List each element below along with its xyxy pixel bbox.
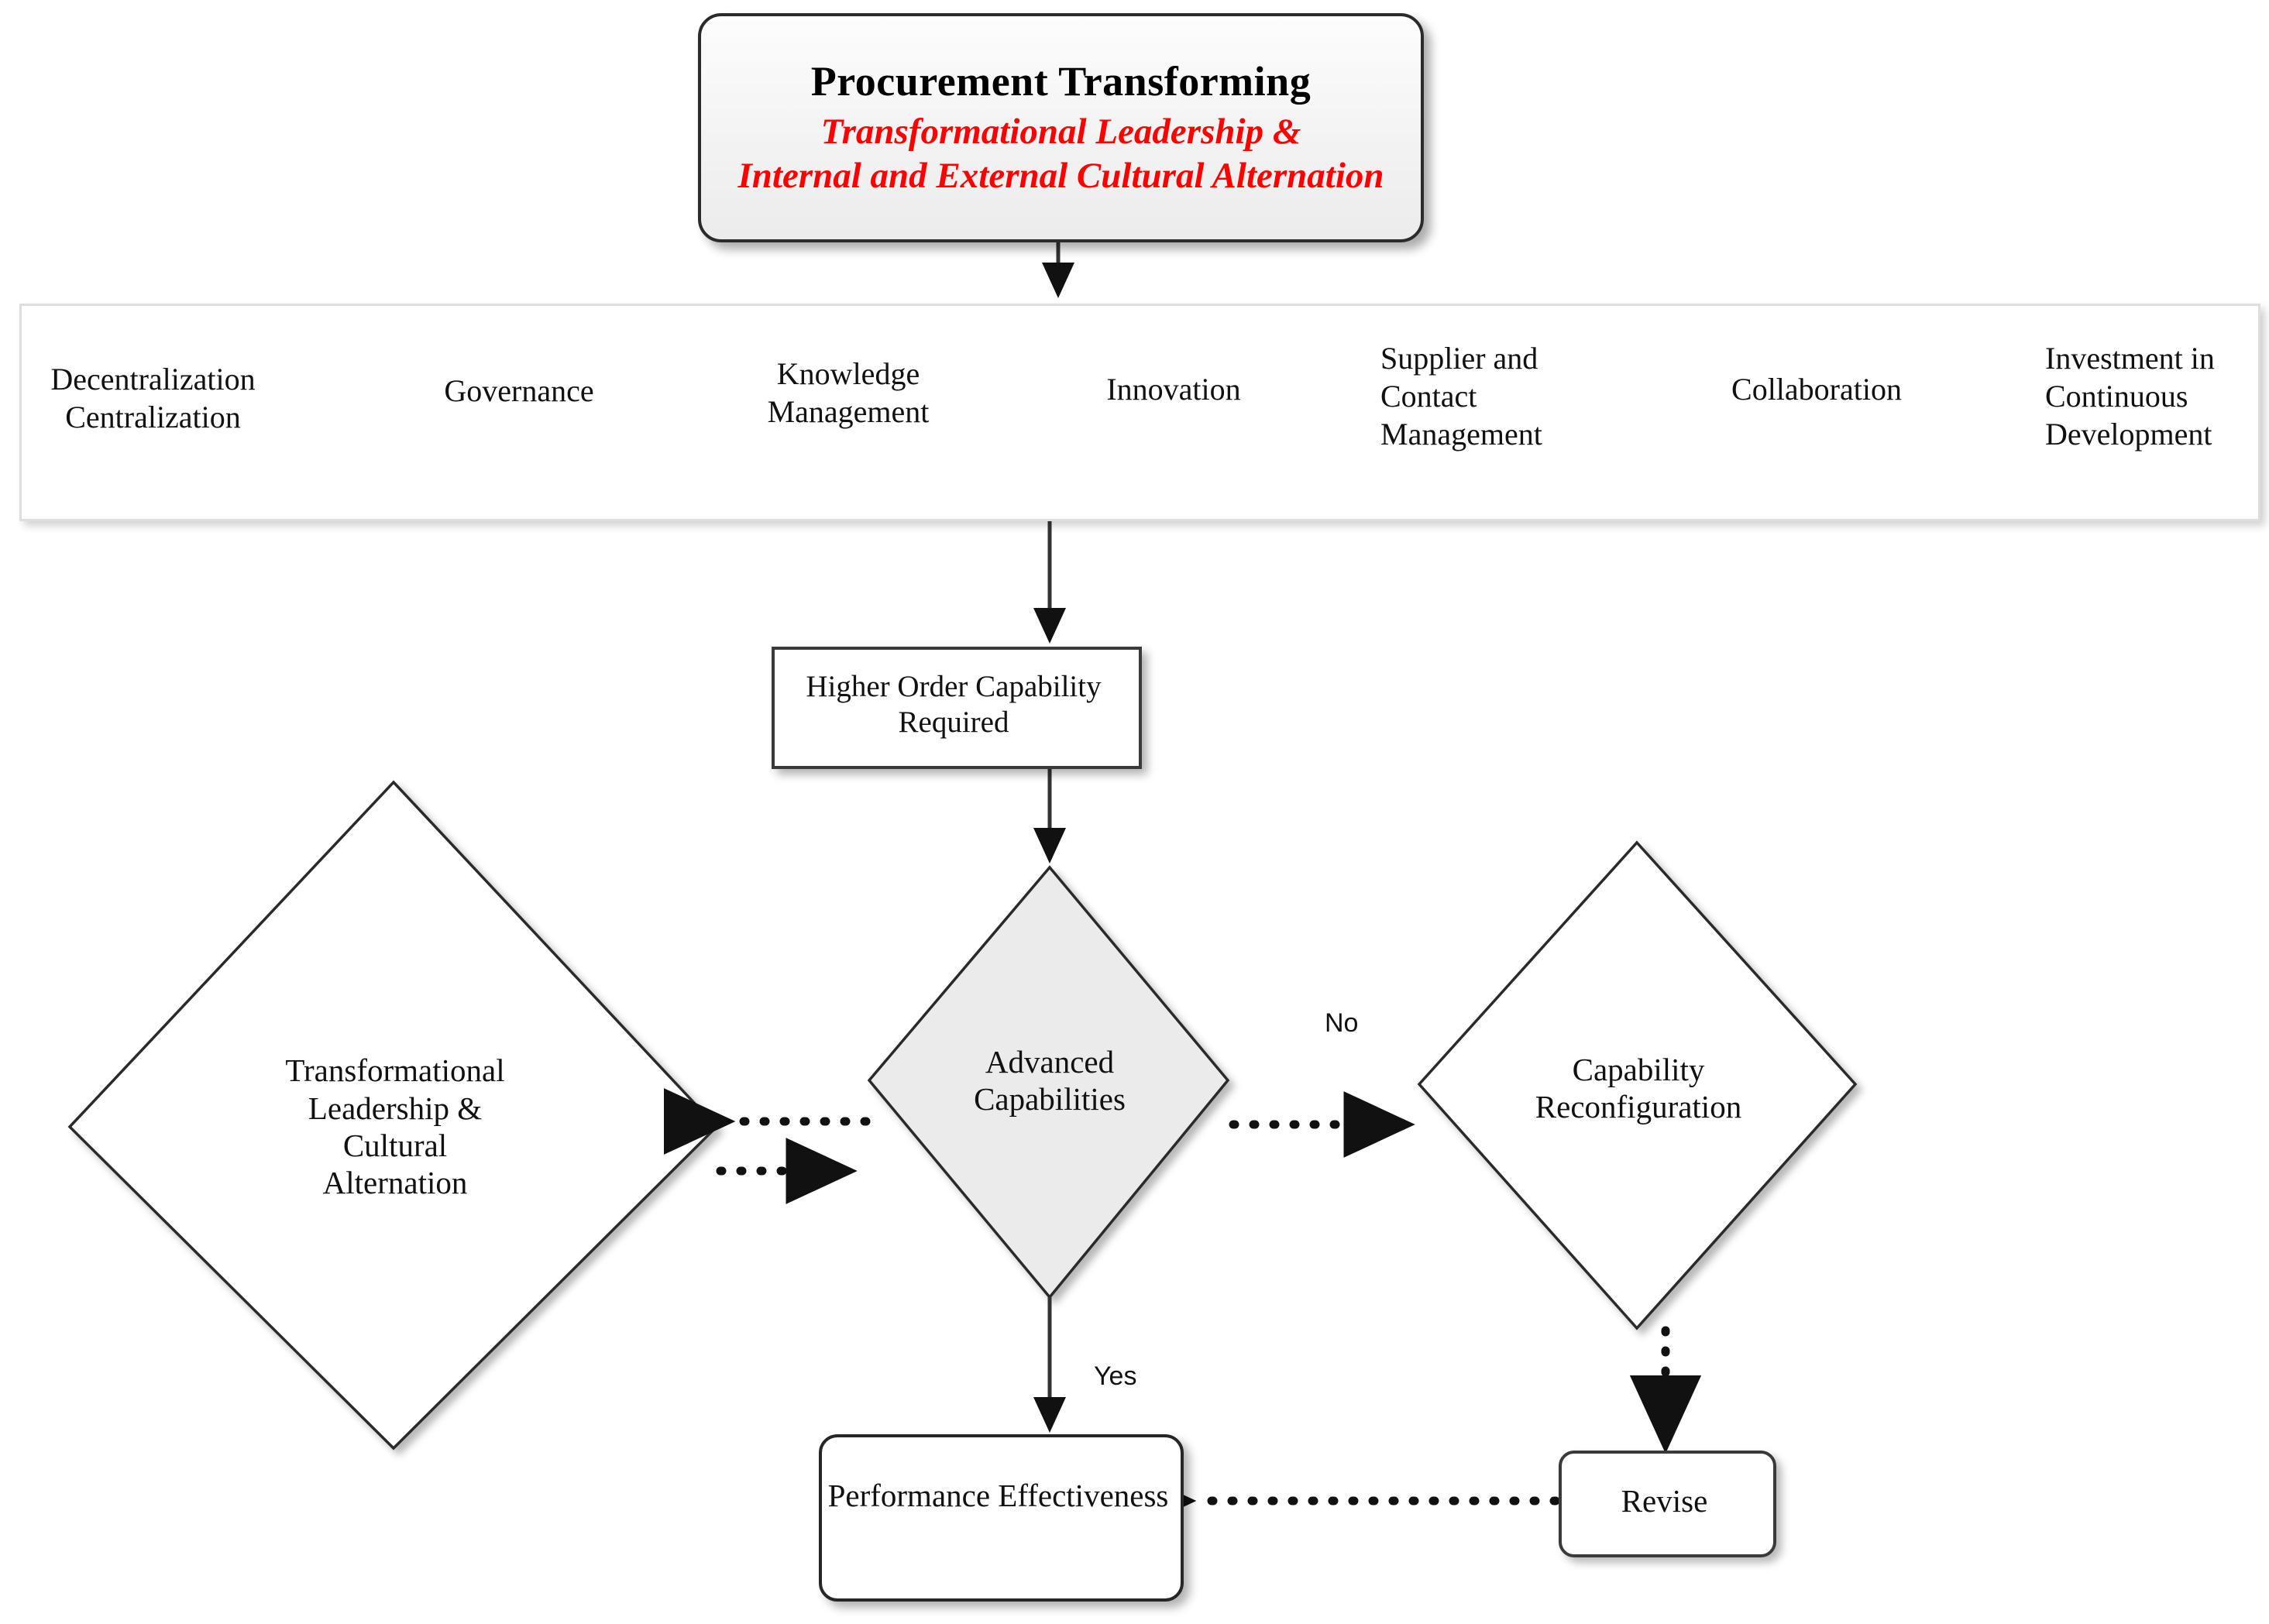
- edge-label-yes: Yes: [1094, 1361, 1137, 1391]
- performance-effectiveness-box: [819, 1434, 1184, 1602]
- band-term-line: Knowledge: [776, 356, 920, 392]
- band-term-line: Management: [1380, 416, 1542, 451]
- title-subtitle-line-2: Internal and External Cultural Alternati…: [737, 156, 1384, 196]
- capability-dimensions-band: [19, 304, 2260, 521]
- title-heading: Procurement Transforming: [810, 57, 1312, 105]
- band-term-line: Governance: [444, 373, 594, 408]
- band-term-line: Contact: [1380, 379, 1477, 414]
- band-term-governance: Governance: [411, 368, 627, 414]
- band-term-line: Investment in: [2045, 341, 2215, 376]
- band-term-innovation: Innovation: [1069, 366, 1278, 413]
- band-term-line: Continuous: [2045, 379, 2188, 414]
- title-subtitle-line-1: Transformational Leadership &: [820, 111, 1301, 152]
- title-box: Procurement Transforming Transformationa…: [698, 13, 1424, 242]
- band-term-line: Management: [767, 394, 930, 429]
- higher-order-capability-box: [772, 647, 1142, 769]
- band-term-decentralization: Decentralization Centralization: [19, 352, 287, 445]
- right-diamond-shape: [1417, 840, 1858, 1330]
- center-diamond-shape: [867, 865, 1230, 1300]
- band-term-knowledge-management: Knowledge Management: [732, 347, 964, 440]
- edge-label-no: No: [1325, 1008, 1359, 1038]
- revise-box: [1559, 1451, 1776, 1557]
- band-term-line: Supplier and: [1380, 341, 1538, 376]
- band-term-line: Collaboration: [1731, 371, 1902, 407]
- band-term-line: Innovation: [1106, 371, 1241, 407]
- left-diamond-shape: [67, 780, 719, 1451]
- band-term-investment-continuous-development: Investment in Continuous Development: [2045, 329, 2256, 465]
- band-term-line: Centralization: [65, 400, 241, 434]
- band-term-line: Decentralization: [50, 362, 256, 397]
- band-term-supplier-contact-management: Supplier and Contact Management: [1380, 329, 1605, 465]
- band-term-collaboration: Collaboration: [1697, 366, 1937, 413]
- band-term-line: Development: [2045, 416, 2212, 451]
